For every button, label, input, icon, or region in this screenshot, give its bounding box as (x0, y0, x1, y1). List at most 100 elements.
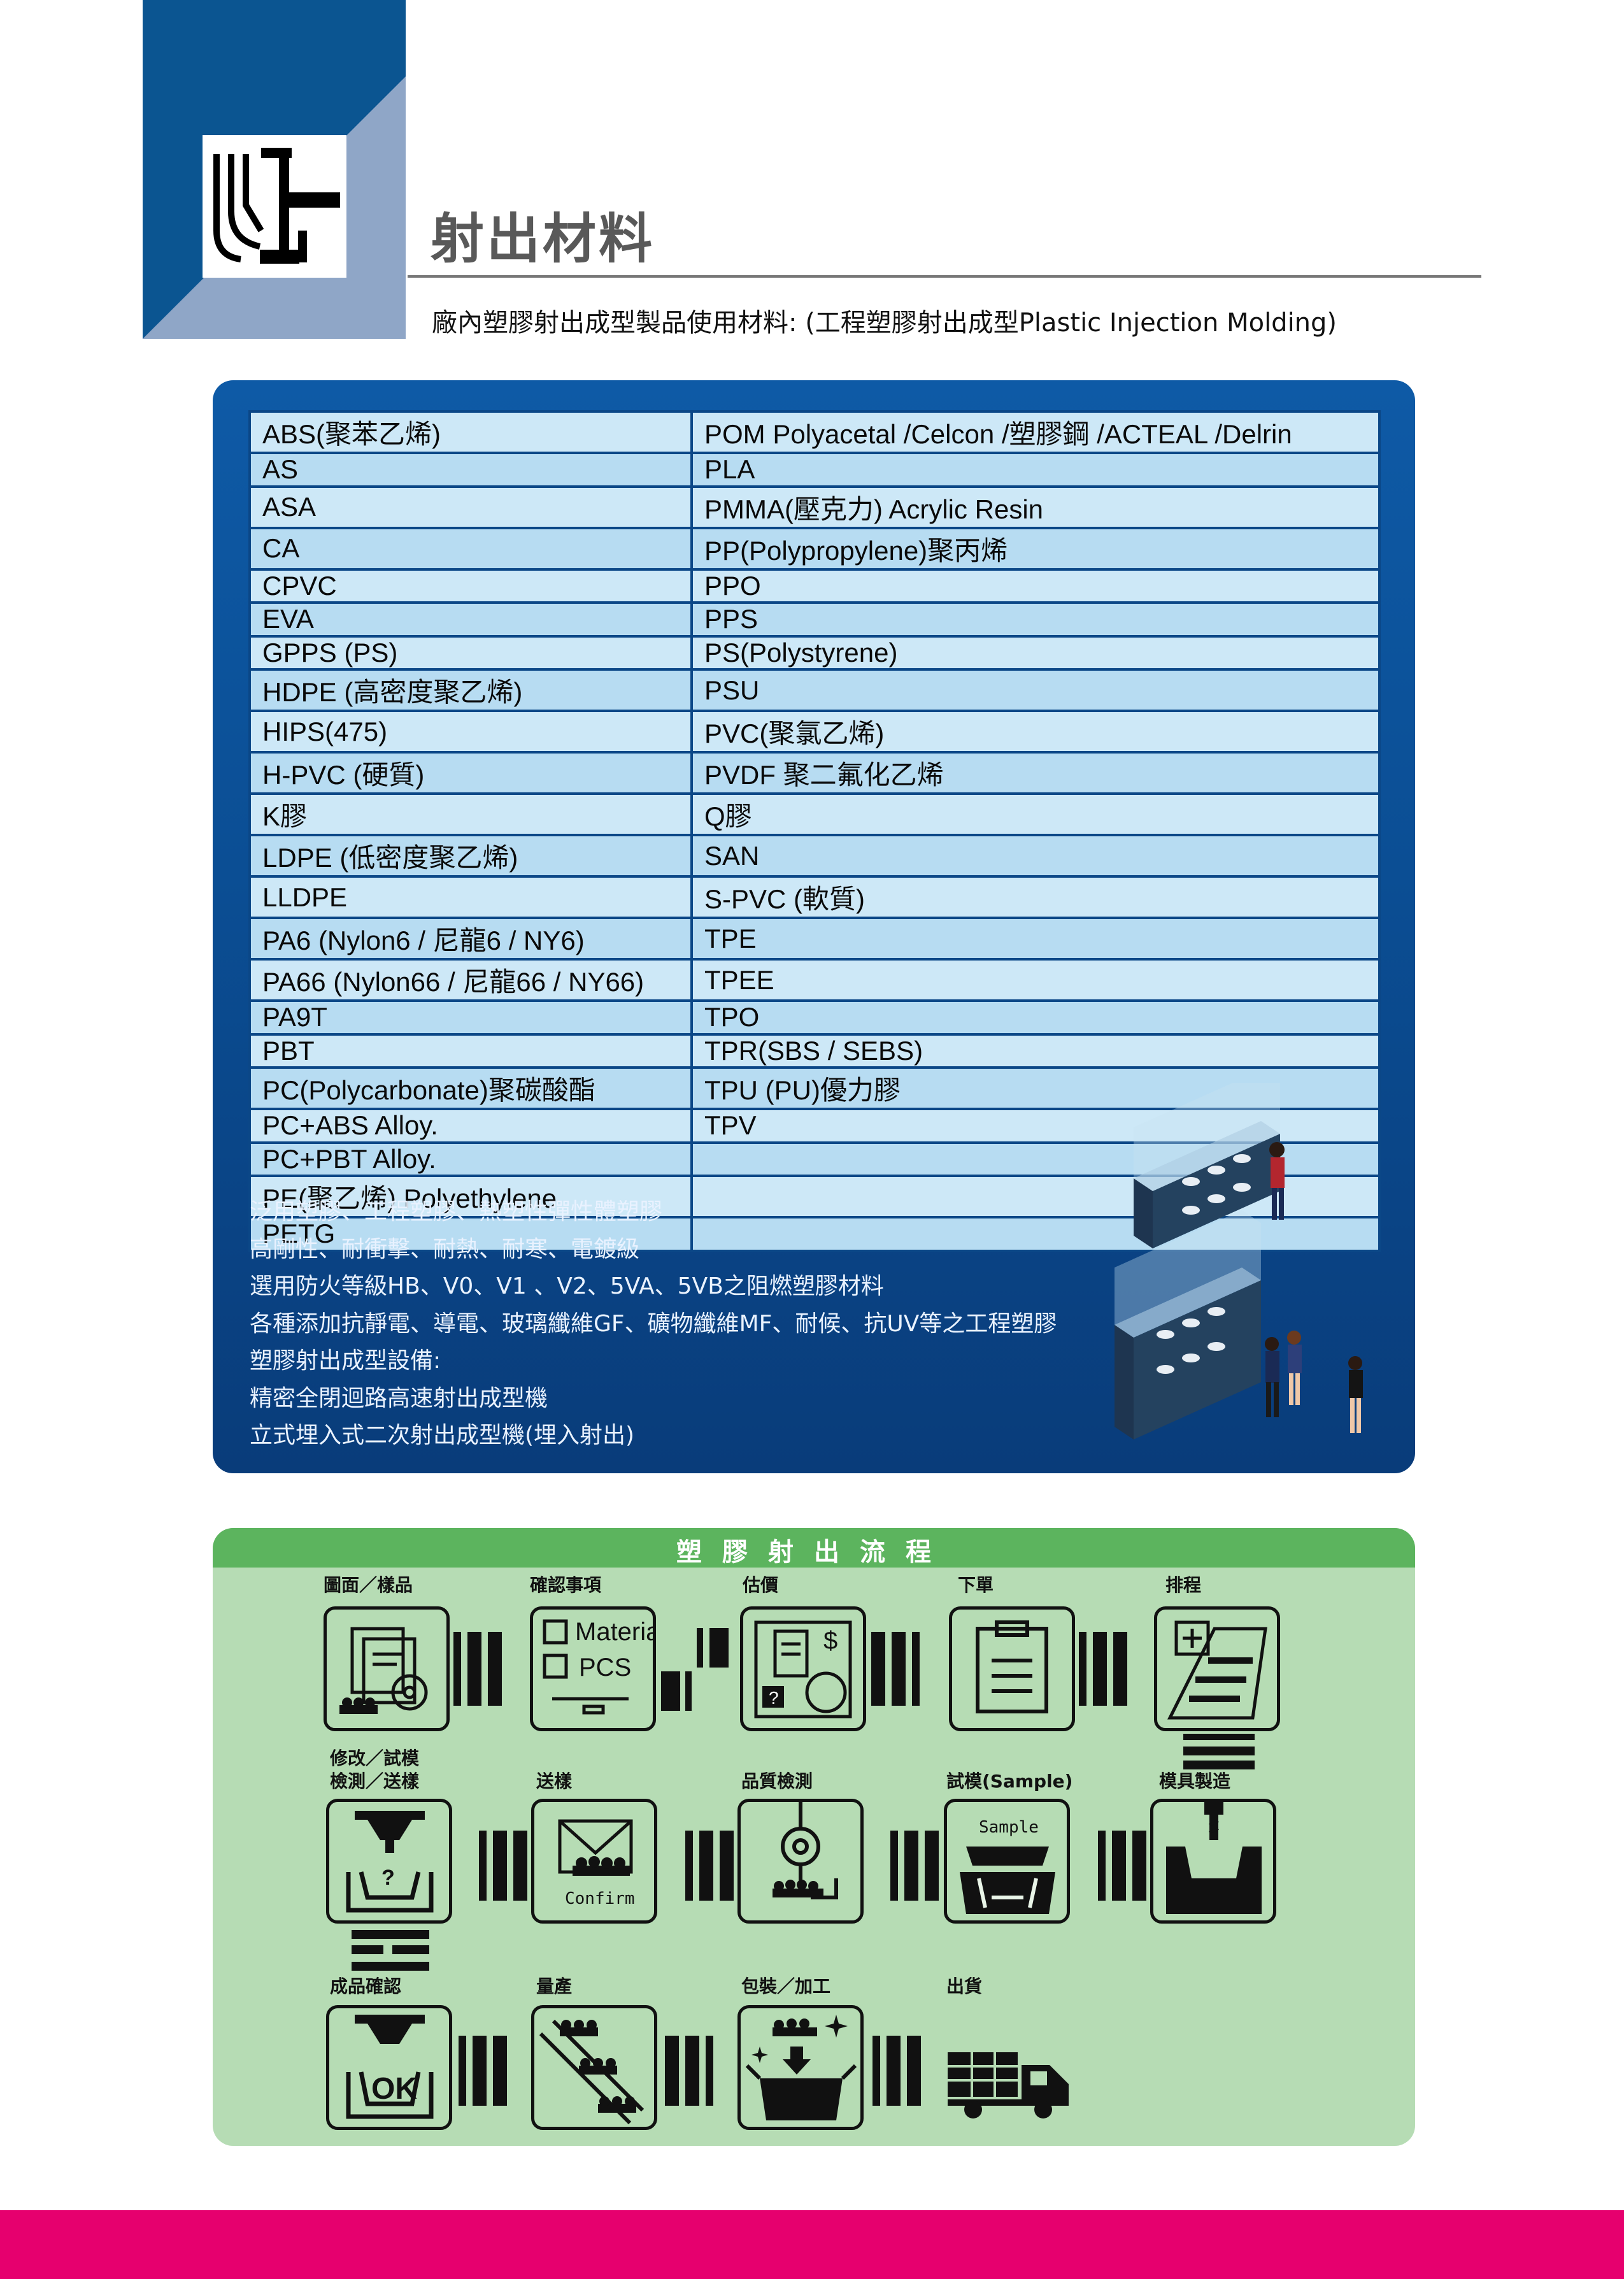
table-row: HDPE (高密度聚乙烯)PSU (248, 668, 1381, 712)
table-cell: PBT (248, 1032, 693, 1069)
process-header-bar (213, 1528, 1415, 1568)
footer-bar (0, 2210, 1624, 2279)
table-cell: Q膠 (690, 792, 1381, 836)
table-cell: AS (248, 452, 693, 488)
materials-table: ABS(聚苯乙烯)POM Polyacetal /Celcon /塑膠鋼 /AC… (248, 410, 1381, 1252)
table-cell: K膠 (248, 792, 693, 836)
connector-arrow (871, 1632, 920, 1706)
table-cell: TPR(SBS / SEBS) (690, 1032, 1381, 1069)
mold-making-icon (1150, 1799, 1276, 1924)
table-cell: PMMA(壓克力) Acrylic Resin (690, 485, 1381, 529)
material-text: Material (575, 1618, 653, 1646)
connector-arrow (661, 1628, 729, 1711)
table-cell: PPS (690, 601, 1381, 638)
table-cell: PLA (690, 452, 1381, 488)
connector-arrow (1183, 1734, 1255, 1769)
connector-arrow (453, 1632, 502, 1706)
note-line: 塑膠射出成型設備: (250, 1348, 441, 1374)
table-cell: PVC(聚氯乙烯) (690, 710, 1381, 754)
title-divider (408, 275, 1481, 278)
connector-arrow (459, 2036, 507, 2106)
table-cell: TPE (690, 917, 1381, 961)
table-cell: TPO (690, 999, 1381, 1036)
table-cell: PA9T (248, 999, 693, 1036)
quality-inspection-icon (737, 1799, 864, 1924)
step-label: 品質檢測 (741, 1771, 813, 1792)
note-line: 泛用塑膠、工程塑膠、熱塑性彈性體塑膠 (250, 1199, 663, 1225)
table-cell: CPVC (248, 568, 693, 604)
sample-text: Sample (979, 1818, 1039, 1837)
confirm-text: Confirm (565, 1889, 635, 1908)
table-cell: POM Polyacetal /Celcon /塑膠鋼 /ACTEAL /Del… (690, 410, 1381, 454)
step-label: 量產 (536, 1976, 573, 1997)
table-cell: PPO (690, 568, 1381, 604)
table-cell: GPPS (PS) (248, 634, 693, 671)
clipboard-icon (949, 1606, 1075, 1731)
question-text: ? (769, 1688, 779, 1708)
note-line: 立式埋入式二次射出成型機(埋入射出) (250, 1422, 635, 1448)
question-text: ? (381, 1866, 395, 1890)
connector-arrow (665, 2036, 713, 2106)
table-row: PE(聚乙烯) Polyethylene (248, 1175, 1381, 1218)
table-cell: PVDF 聚二氟化乙烯 (690, 751, 1381, 795)
step-label: 成品確認 (330, 1976, 402, 1997)
step-label: 出貨 (946, 1976, 983, 1997)
envelope-icon: Confirm (531, 1799, 657, 1924)
trial-mold-icon: Sample (944, 1799, 1070, 1924)
step-label: 排程 (1165, 1575, 1202, 1596)
step-label: 檢測／送樣 (330, 1771, 420, 1792)
table-cell: HDPE (高密度聚乙烯) (248, 668, 693, 712)
page-subtitle: 廠內塑膠射出成型製品使用材料: (工程塑膠射出成型Plastic Injecti… (432, 308, 1337, 338)
table-row: LDPE (低密度聚乙烯)SAN (248, 834, 1381, 878)
step-label: 試模(Sample) (946, 1771, 1073, 1792)
table-cell (690, 1175, 1381, 1218)
step-label: 圖面／樣品 (324, 1575, 413, 1596)
table-cell: TPU (PU)優力膠 (690, 1066, 1381, 1110)
step-label: 修改／試模 (330, 1748, 420, 1769)
table-cell: PA6 (Nylon6 / 尼龍6 / NY6) (248, 917, 693, 961)
connector-arrow (873, 2036, 921, 2106)
note-line: 選用防火等級HB、V0、V1 、V2、5VA、5VB之阻燃塑膠材料 (250, 1273, 884, 1299)
step-label: 包裝／加工 (741, 1976, 831, 1997)
connector-arrow (1098, 1831, 1146, 1901)
dollar-text: $ (823, 1627, 837, 1655)
table-cell: SAN (690, 834, 1381, 878)
table-cell: PC+PBT Alloy. (248, 1141, 693, 1177)
schedule-icon (1154, 1606, 1280, 1731)
table-cell: PE(聚乙烯) Polyethylene (248, 1175, 693, 1218)
connector-arrow (890, 1831, 939, 1901)
table-cell: PSU (690, 668, 1381, 712)
note-line: 各種添加抗靜電、導電、玻璃纖維GF、礦物纖維MF、耐候、抗UV等之工程塑膠 (250, 1310, 1057, 1337)
mass-production-icon (531, 2005, 657, 2130)
note-line: 高剛性、耐衝擊、耐熱、耐寒、電鍍級 (250, 1236, 640, 1262)
table-cell: H-PVC (硬質) (248, 751, 693, 795)
connector-arrow (352, 1930, 429, 1971)
table-cell: PC(Polycarbonate)聚碳酸酯 (248, 1066, 693, 1110)
step-label: 下單 (958, 1575, 994, 1596)
step-label: 模具製造 (1159, 1771, 1231, 1792)
product-ok-icon: OK (326, 2005, 452, 2130)
table-cell: HIPS(475) (248, 710, 693, 754)
table-cell: TPEE (690, 958, 1381, 1002)
table-row: PA6 (Nylon6 / 尼龍6 / NY6)TPE (248, 917, 1381, 961)
process-title: 塑膠射出流程 (676, 1538, 951, 1567)
table-cell: ASA (248, 485, 693, 529)
table-row: PETG (248, 1216, 1381, 1252)
table-row: GPPS (PS)PS(Polystyrene) (248, 634, 1381, 671)
connector-arrow (479, 1831, 527, 1901)
table-cell: CA (248, 526, 693, 571)
table-cell: PA66 (Nylon66 / 尼龍66 / NY66) (248, 958, 693, 1002)
table-cell: PP(Polypropylene)聚丙烯 (690, 526, 1381, 571)
note-line: 精密全閉迴路高速射出成型機 (250, 1385, 548, 1411)
table-cell: PC+ABS Alloy. (248, 1108, 693, 1144)
ok-text: OK (371, 2072, 417, 2106)
